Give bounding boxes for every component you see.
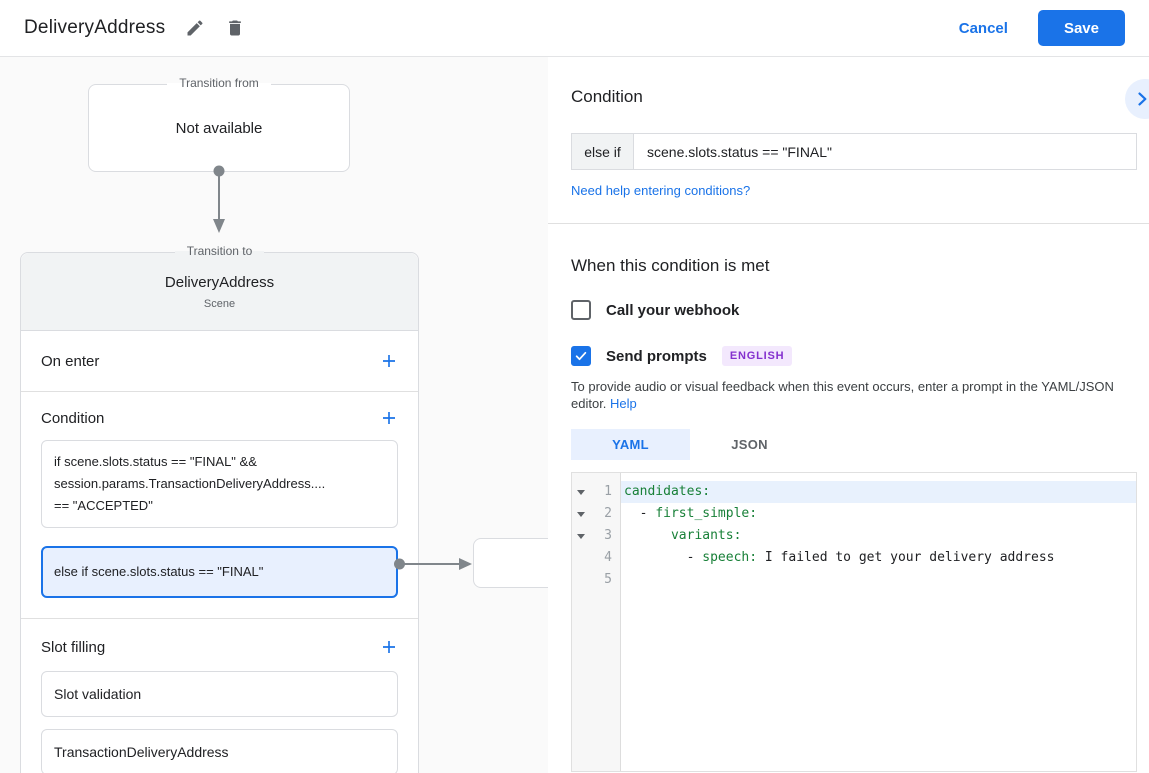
on-enter-section: On enter xyxy=(21,331,418,392)
condition-operator-label: else if xyxy=(571,133,634,170)
condition-heading: Condition xyxy=(571,87,643,106)
top-bar: DeliveryAddress Cancel Save xyxy=(0,0,1149,57)
transition-target-node[interactable] xyxy=(473,538,548,588)
collapse-panel-button[interactable] xyxy=(1125,79,1149,119)
page-title: DeliveryAddress xyxy=(24,17,166,38)
checkmark-icon xyxy=(574,349,588,363)
condition-expression-input[interactable] xyxy=(633,133,1137,170)
slot-item-transaction-delivery-address[interactable]: TransactionDeliveryAddress xyxy=(41,729,398,773)
send-prompts-row: Send prompts ENGLISH xyxy=(571,346,1137,366)
add-slot-button[interactable] xyxy=(380,638,398,656)
prompt-help-link[interactable]: Help xyxy=(610,396,637,411)
fold-arrow-icon[interactable] xyxy=(572,489,589,495)
condition-editor-panel: Condition else if Need help entering con… xyxy=(548,57,1149,773)
trash-icon xyxy=(225,18,245,38)
add-on-enter-button[interactable] xyxy=(380,352,398,370)
edit-title-button[interactable] xyxy=(181,14,209,42)
condition-met-heading: When this condition is met xyxy=(571,256,770,275)
slot-filling-section: Slot filling Slot validation Transaction… xyxy=(21,619,418,773)
send-prompts-label: Send prompts xyxy=(606,347,707,365)
language-badge: ENGLISH xyxy=(721,346,793,366)
yaml-editor: 1 2 3 4 5 can xyxy=(571,472,1137,772)
send-prompts-checkbox[interactable] xyxy=(571,346,591,366)
code-line: variants: xyxy=(670,528,742,543)
condition-transition-connector xyxy=(394,558,472,570)
editor-code-area[interactable]: candidates: - first_simple: variants: - … xyxy=(621,473,1136,771)
condition-section: Condition if scene.slots.status == "FINA… xyxy=(21,392,418,619)
line-number: 5 xyxy=(604,572,612,587)
line-number: 3 xyxy=(604,528,612,543)
condition-section-label: Condition xyxy=(41,409,105,427)
tab-json[interactable]: JSON xyxy=(731,437,768,452)
prompt-note-text: To provide audio or visual feedback when… xyxy=(571,379,1114,411)
tab-yaml[interactable]: YAML xyxy=(571,429,690,460)
code-line: - first_simple: xyxy=(624,506,758,521)
condition-item-if[interactable]: if scene.slots.status == "FINAL" && sess… xyxy=(41,440,398,528)
slot-item-validation[interactable]: Slot validation xyxy=(41,671,398,717)
transition-from-node: Transition from Not available xyxy=(88,76,350,172)
transition-from-legend: Transition from xyxy=(89,76,349,90)
add-condition-button[interactable] xyxy=(380,409,398,427)
slot-filling-label: Slot filling xyxy=(41,638,106,656)
condition-item-else-if[interactable]: else if scene.slots.status == "FINAL" xyxy=(41,546,398,598)
plus-icon xyxy=(380,638,398,656)
code-line: - speech: I failed to get your delivery … xyxy=(624,550,1055,565)
call-webhook-label: Call your webhook xyxy=(606,301,740,319)
line-number: 1 xyxy=(604,484,612,499)
scene-node: Transition to DeliveryAddress Scene On e… xyxy=(20,244,419,773)
scene-graph-canvas[interactable]: Transition from Not available Transition… xyxy=(0,57,548,773)
pencil-icon xyxy=(185,18,205,38)
conditions-help-link[interactable]: Need help entering conditions? xyxy=(571,183,751,198)
editor-gutter: 1 2 3 4 5 xyxy=(572,473,621,771)
save-button[interactable]: Save xyxy=(1037,10,1125,46)
transition-from-content: Not available xyxy=(175,119,263,137)
code-line xyxy=(621,569,1136,591)
scene-node-header[interactable]: DeliveryAddress Scene xyxy=(21,253,418,331)
chevron-right-icon xyxy=(1132,89,1149,109)
editor-tabs: YAML JSON xyxy=(571,429,1137,460)
scene-node-name: DeliveryAddress xyxy=(164,274,275,291)
cancel-button[interactable]: Cancel xyxy=(958,19,1008,37)
on-enter-label: On enter xyxy=(41,352,100,370)
webhook-row: Call your webhook xyxy=(571,300,1137,320)
plus-icon xyxy=(380,409,398,427)
panel-divider xyxy=(548,223,1149,224)
transition-connector-vertical xyxy=(213,165,225,233)
call-webhook-checkbox[interactable] xyxy=(571,300,591,320)
scene-node-type: Scene xyxy=(203,298,236,310)
plus-icon xyxy=(380,352,398,370)
delete-scene-button[interactable] xyxy=(221,14,249,42)
prompt-note: To provide audio or visual feedback when… xyxy=(571,378,1137,412)
line-number: 2 xyxy=(604,506,612,521)
condition-input-row: else if xyxy=(571,133,1137,170)
code-line: candidates: xyxy=(621,481,1136,503)
fold-arrow-icon[interactable] xyxy=(572,533,589,539)
line-number: 4 xyxy=(604,550,612,565)
fold-arrow-icon[interactable] xyxy=(572,511,589,517)
